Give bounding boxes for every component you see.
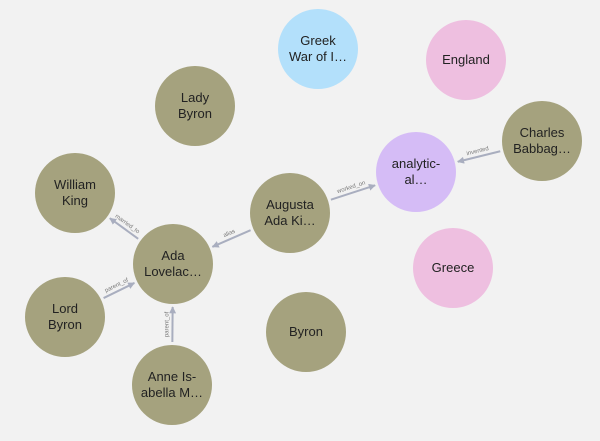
node-ada-lovelace[interactable]: Ada Lovelac…	[133, 224, 213, 304]
node-label: Anne Is- abella M…	[140, 369, 204, 400]
node-label: Charles Babbag…	[513, 125, 571, 156]
edge-line[interactable]	[211, 229, 251, 248]
node-label: Lord Byron	[48, 301, 82, 332]
node-william-king[interactable]: William King	[35, 153, 115, 233]
node-byron[interactable]: Byron	[266, 292, 346, 372]
node-lady-byron[interactable]: Lady Byron	[155, 66, 235, 146]
edge-line[interactable]	[457, 150, 501, 164]
edge-anne-ada[interactable]: parent_of	[164, 306, 177, 343]
node-label: Lady Byron	[178, 90, 212, 121]
edge-lord_byron-ada[interactable]: parent_of	[103, 278, 136, 299]
edge-line[interactable]	[109, 217, 139, 240]
edge-label: alias	[223, 229, 237, 239]
node-greece[interactable]: Greece	[413, 228, 493, 308]
node-anne-isabella-milbanke[interactable]: Anne Is- abella M…	[132, 345, 212, 425]
edge-label: parent_of	[164, 311, 170, 337]
node-label: Ada Lovelac…	[144, 248, 202, 279]
edge-augusta-analytical[interactable]: worked_on	[330, 180, 376, 201]
edge-ada-william_king[interactable]: married_to	[109, 214, 141, 240]
node-label: England	[442, 52, 490, 67]
node-lord-byron[interactable]: Lord Byron	[25, 277, 105, 357]
node-analytical-engine[interactable]: analytic- al…	[376, 132, 456, 212]
node-label: Byron	[289, 324, 323, 339]
node-charles-babbage[interactable]: Charles Babbag…	[502, 101, 582, 181]
edge-charles_babbage-analytical[interactable]: invented	[457, 146, 501, 164]
node-label: William King	[54, 177, 96, 208]
edge-label: invented	[466, 146, 489, 157]
edge-augusta-ada[interactable]: alias	[211, 229, 251, 248]
node-augusta-ada-king[interactable]: Augusta Ada Ki…	[250, 173, 330, 253]
node-greek-war-of-independence[interactable]: Greek War of I…	[278, 9, 358, 89]
node-label: analytic- al…	[391, 156, 441, 187]
node-england[interactable]: England	[426, 20, 506, 100]
node-label: Augusta Ada Ki…	[264, 197, 316, 228]
node-label: Greece	[431, 260, 475, 275]
node-label: Greek War of I…	[288, 33, 348, 64]
edge-line[interactable]	[330, 183, 376, 201]
edge-line[interactable]	[103, 282, 136, 299]
